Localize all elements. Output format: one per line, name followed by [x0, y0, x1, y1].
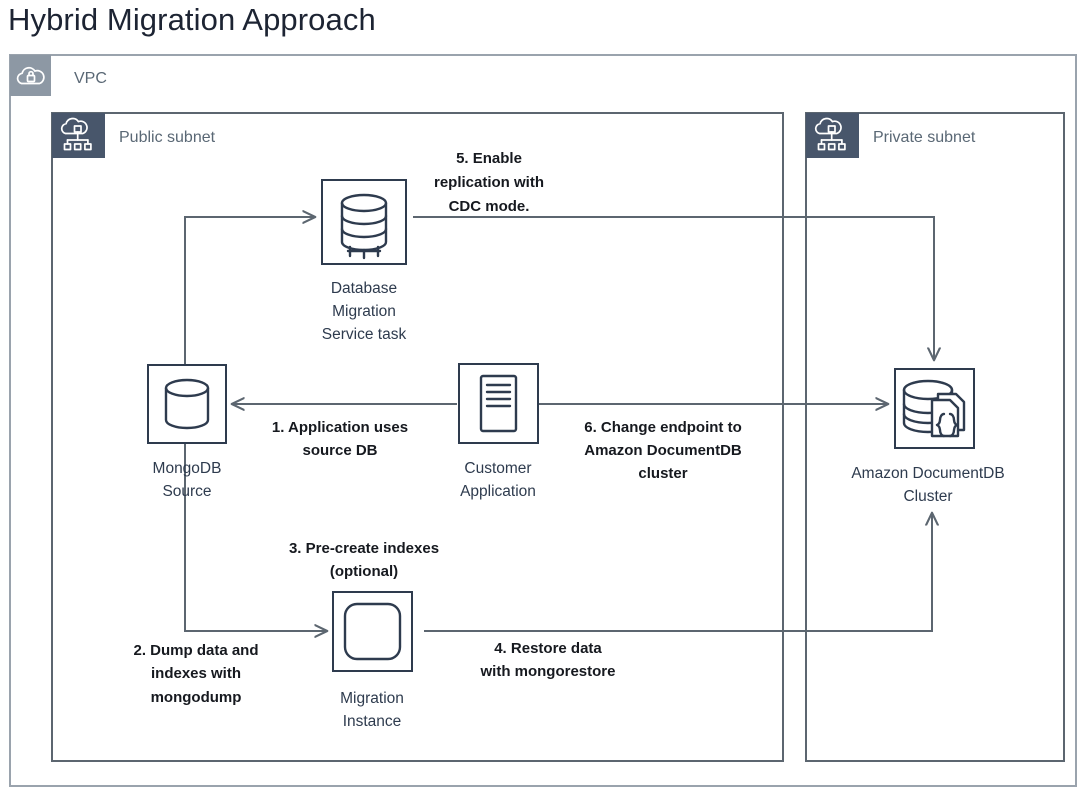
step5-line1: 5. Enable [456, 150, 522, 167]
step2-line2: indexes with [151, 665, 241, 682]
amazon-documentdb-icon [902, 379, 966, 438]
dms-label-line2: Migration [332, 303, 396, 320]
node-migration-instance[interactable]: Migration Instance [332, 591, 413, 730]
step6-line1: 6. Change endpoint to [584, 419, 742, 436]
step1-line1: 1. Application uses [272, 419, 408, 436]
dms-label-line1: Database [331, 280, 397, 297]
subnet-cloud-network-icon [60, 117, 92, 151]
customer-app-label-line2: Application [460, 483, 536, 500]
step2-line1: 2. Dump data and [133, 642, 258, 659]
node-customer-application[interactable]: Customer Application [458, 363, 539, 500]
connector-migration-instance-to-documentdb [424, 513, 932, 632]
private-subnet-border [805, 112, 1065, 762]
subnet-cloud-network-icon [814, 117, 846, 151]
step-label-2: 2. Dump data and indexes with mongodump [133, 642, 258, 706]
connector-mongodb-to-migration-instance [184, 443, 327, 631]
ec2-instance-icon [343, 602, 402, 661]
vpc-region-border [9, 54, 1077, 787]
step1-line2: source DB [302, 442, 377, 459]
page-title: Hybrid Migration Approach [8, 2, 376, 37]
node-database-migration-service[interactable]: Database Migration Service task [321, 179, 407, 343]
step-label-4: 4. Restore data with mongorestore [479, 640, 615, 680]
mongodb-label-line1: MongoDB [153, 460, 222, 477]
vpc-label: VPC [74, 70, 107, 87]
migration-instance-label-line2: Instance [343, 713, 402, 730]
step5-line2: replication with [434, 174, 544, 191]
documentdb-label-line1: Amazon DocumentDB [851, 465, 1004, 482]
migration-instance-label-line1: Migration [340, 690, 404, 707]
step-label-5: 5. Enable replication with CDC mode. [434, 150, 544, 215]
private-subnet-label: Private subnet [873, 129, 976, 146]
vpc-cloud-lock-icon [16, 66, 45, 85]
step6-line2: Amazon DocumentDB [584, 442, 742, 459]
database-migration-service-icon [340, 193, 388, 260]
connector-mongodb-to-dms [184, 217, 315, 366]
step-label-3: 3. Pre-create indexes (optional) [289, 540, 439, 580]
step-label-1: 1. Application uses source DB [272, 419, 408, 459]
database-cylinder-icon [164, 378, 210, 430]
step-label-6: 6. Change endpoint to Amazon DocumentDB … [584, 419, 742, 482]
mongodb-icon-frame [147, 364, 227, 444]
documentdb-label-line2: Cluster [903, 488, 952, 505]
step3-line2: (optional) [330, 563, 398, 580]
step4-line1: 4. Restore data [494, 640, 602, 657]
step6-line3: cluster [638, 465, 687, 482]
public-subnet-label: Public subnet [119, 129, 216, 146]
step3-line1: 3. Pre-create indexes [289, 540, 439, 557]
public-subnet-border [51, 112, 784, 762]
node-amazon-documentdb-cluster[interactable]: Amazon DocumentDB Cluster [851, 368, 1005, 505]
mongodb-label-line2: Source [162, 483, 211, 500]
step2-line3: mongodump [151, 689, 242, 706]
step4-line2: with mongorestore [479, 663, 615, 680]
application-server-icon [479, 374, 518, 433]
connector-dms-to-documentdb [413, 216, 934, 360]
step5-line3: CDC mode. [449, 198, 530, 215]
node-mongodb-source[interactable]: MongoDB Source [147, 364, 227, 500]
dms-label-line3: Service task [322, 326, 407, 343]
customer-app-label-line1: Customer [464, 460, 531, 477]
